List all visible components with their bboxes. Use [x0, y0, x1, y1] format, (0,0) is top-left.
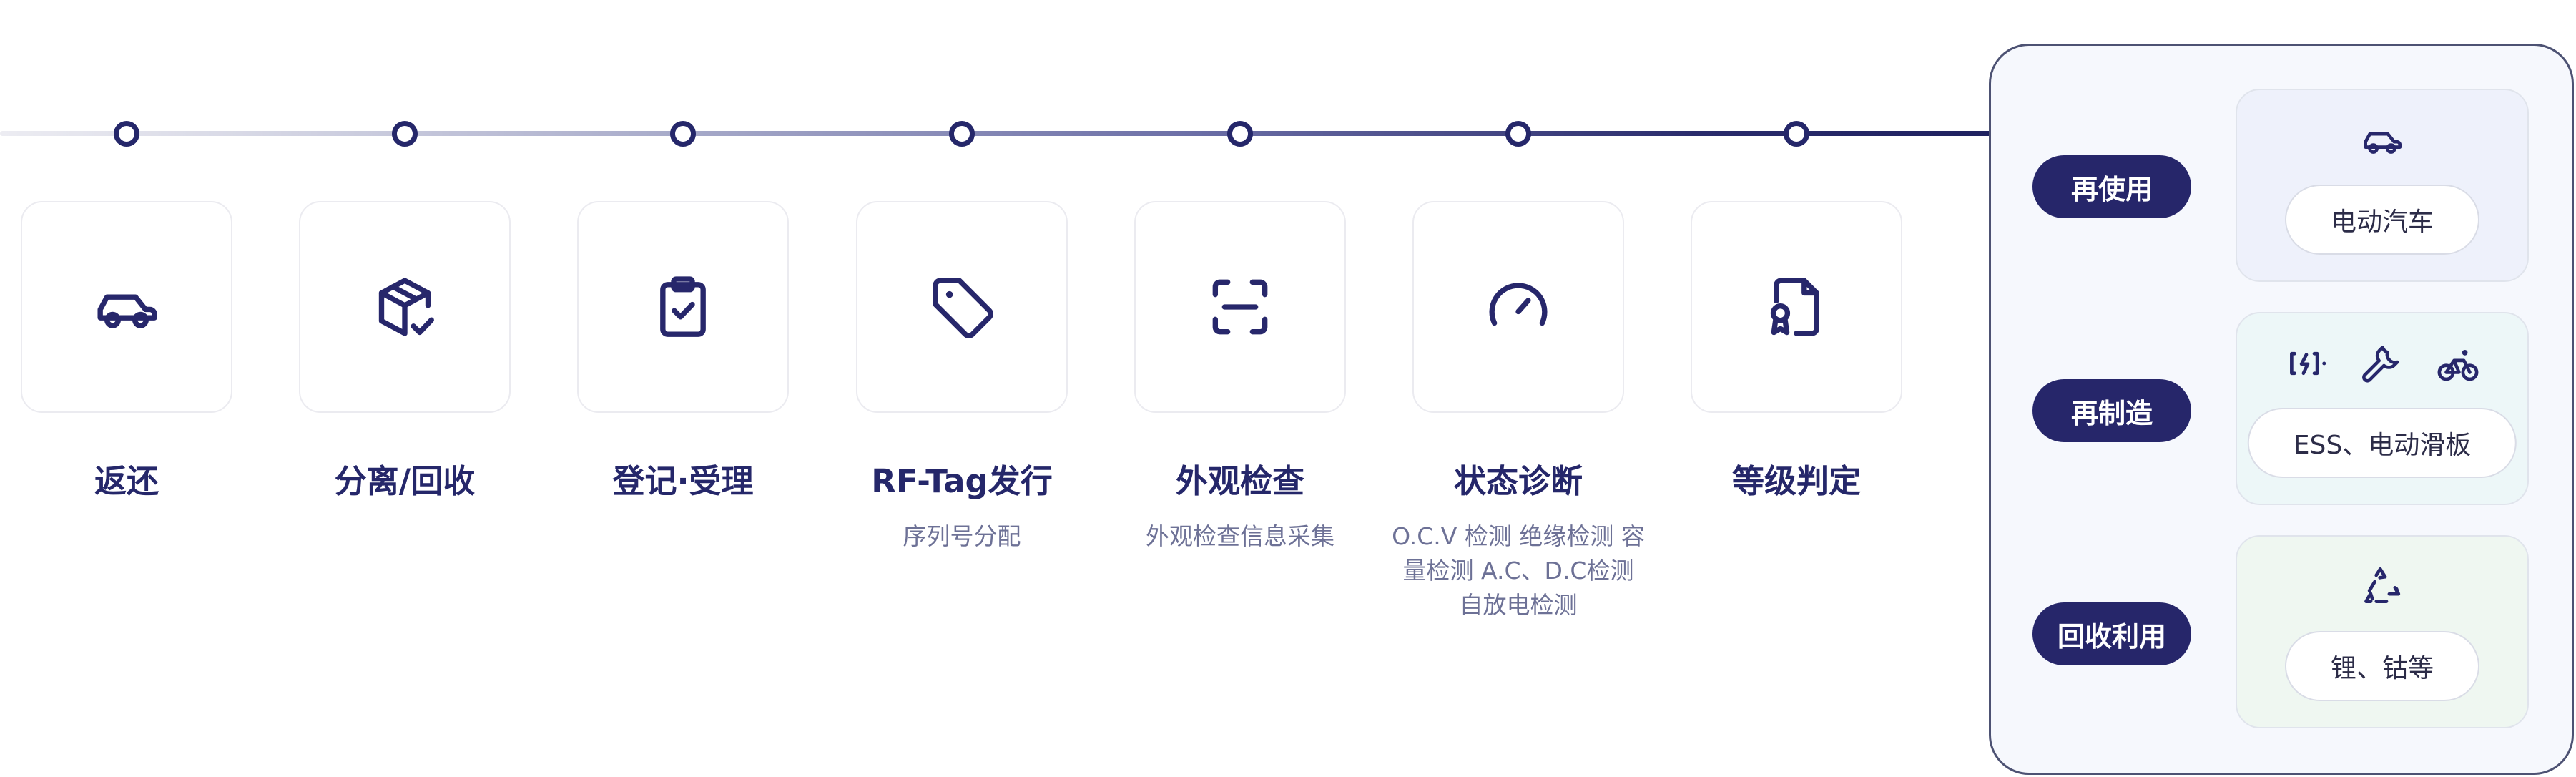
battery-charge-icon [2290, 351, 2326, 376]
recycle-label: 回收利用 [2032, 602, 2191, 665]
box-check-icon [378, 278, 434, 336]
step-card-grading [1691, 201, 1902, 413]
certificate-icon [1770, 278, 1819, 336]
step-subtitle: O.C.V 检测 绝缘检测 容量检测 A.C、D.C检测 自放电检测 [1392, 522, 1645, 619]
clipboard-check-icon [660, 276, 706, 337]
reuse-box: 电动汽车 [2236, 89, 2529, 282]
wrench-icon [2362, 346, 2399, 383]
tag-icon [933, 278, 993, 338]
step-subtitle: 外观检查信息采集 [1146, 522, 1334, 550]
recycle-chip: 锂、钴等 [2284, 631, 2480, 701]
reuse-label: 再使用 [2032, 155, 2191, 218]
remanufacture-box: ESS、电动滑板 [2236, 312, 2529, 505]
timeline-node [670, 121, 696, 147]
step-card-registration [577, 201, 789, 413]
car-icon [97, 294, 157, 328]
recycle-box: 锂、钴等 [2236, 535, 2529, 728]
step-title: 外观检查 [1175, 462, 1304, 500]
timeline-node [1784, 121, 1809, 147]
timeline-node [114, 121, 139, 147]
step-title: 分离/回收 [334, 462, 476, 500]
step-title: 状态诊断 [1453, 462, 1583, 500]
timeline-node [949, 121, 975, 147]
step-card-inspection [1134, 201, 1346, 413]
step-title: 登记·受理 [612, 462, 754, 500]
timeline-node [1505, 121, 1531, 147]
step-title: 返还 [94, 462, 159, 500]
reuse-chip: 电动汽车 [2284, 185, 2480, 255]
remanufacture-chip: ESS、电动滑板 [2247, 408, 2517, 478]
timeline-node [1227, 121, 1253, 147]
step-title: 等级判定 [1731, 462, 1861, 500]
scan-icon [1212, 279, 1268, 335]
step-subtitle: 序列号分配 [903, 522, 1021, 550]
step-card-rf-tag [856, 201, 1068, 413]
process-timeline [0, 131, 1995, 136]
bicycle-icon [2437, 350, 2479, 381]
car-icon [2364, 132, 2402, 154]
step-card-return [21, 201, 232, 413]
timeline-node [392, 121, 418, 147]
step-card-separation [299, 201, 511, 413]
gauge-icon [1489, 283, 1548, 326]
recycle-icon [2364, 567, 2401, 603]
step-card-diagnosis [1412, 201, 1624, 413]
step-title: RF-Tag发行 [871, 462, 1053, 500]
remanufacture-label: 再制造 [2032, 379, 2191, 442]
